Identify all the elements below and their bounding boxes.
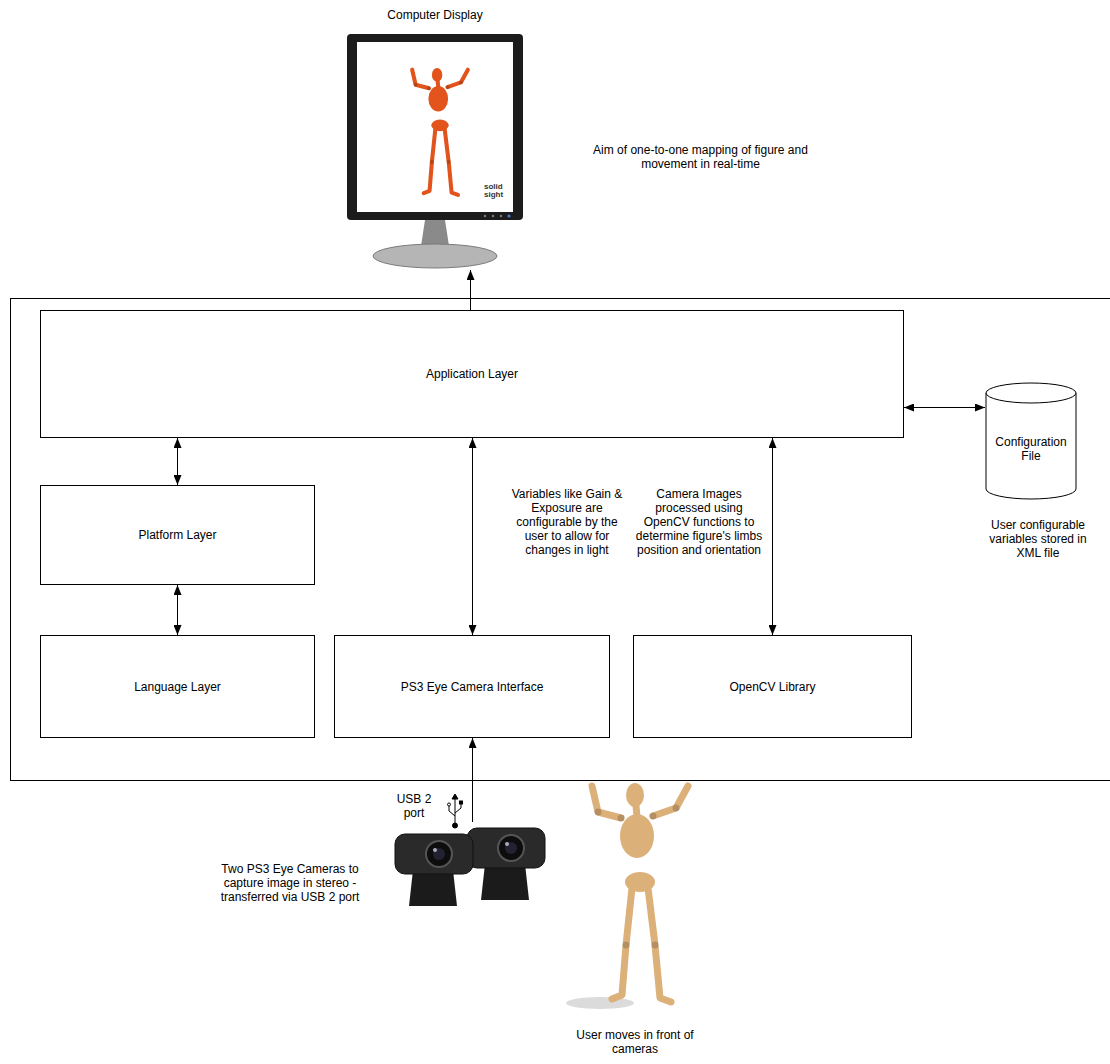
config-cylinder: Configuration File — [985, 382, 1077, 500]
usb-symbol — [448, 803, 451, 806]
display-caption: Computer Display — [345, 8, 525, 270]
logo-text: solid sight — [484, 183, 510, 199]
computer-monitor — [507, 214, 510, 217]
connector-label: Variables like Gain & Exposure are confi… — [506, 487, 628, 557]
connector-label: USB 2 port — [393, 792, 435, 820]
ps3-eye-cameras — [433, 848, 445, 860]
file-name: Configuration File — [991, 435, 1071, 463]
usb-symbol — [455, 798, 456, 823]
ps3-eye-cameras — [395, 834, 473, 874]
usb-symbol — [452, 794, 458, 799]
computer-monitor — [373, 244, 497, 268]
layer-box: Application Layer — [40, 310, 904, 438]
ps3-eye-cameras — [426, 841, 452, 867]
usb-symbol — [455, 804, 461, 813]
layer-box: Language Layer — [40, 635, 315, 738]
layer-name: PS3 Eye Camera Interface — [401, 680, 544, 694]
connector-arrow — [177, 438, 178, 485]
layer-name: Platform Layer — [138, 528, 216, 542]
ps3-eye-cameras — [505, 842, 509, 846]
ps3-eye-cameras — [409, 870, 457, 906]
connector-arrow — [472, 738, 473, 822]
computer-monitor — [500, 215, 503, 218]
usb-symbol — [453, 823, 458, 828]
ps3-eye-cameras — [467, 828, 545, 900]
connector-arrow — [772, 438, 773, 635]
computer-monitor — [347, 34, 523, 220]
aim-note: Aim of one-to-one mapping of figure and … — [588, 143, 813, 171]
usb-symbol — [449, 806, 455, 816]
cylinder-top — [986, 383, 1076, 403]
system-boundary — [11, 299, 1110, 781]
usb-symbol — [448, 794, 463, 828]
computer-monitor — [412, 68, 468, 195]
ps3-eye-cameras — [467, 828, 545, 868]
camera-group: Two PS3 Eye Cameras to capture image in … — [200, 822, 550, 927]
layer-name: Language Layer — [134, 680, 221, 694]
computer-monitor — [347, 34, 523, 268]
connector-arrow — [470, 270, 471, 310]
computer-monitor — [357, 42, 513, 212]
usb-symbol — [460, 801, 463, 804]
connector-arrow — [177, 585, 178, 635]
ps3-eye-cameras — [498, 835, 524, 861]
user-figure — [592, 783, 688, 1002]
ps3-eye-cameras — [481, 864, 529, 900]
interface-box: PS3 Eye Camera Interface — [334, 635, 610, 738]
computer-monitor — [492, 215, 495, 218]
connector-arrow — [472, 438, 473, 635]
library-box: OpenCV Library — [633, 635, 912, 738]
layer-name: Application Layer — [426, 367, 518, 381]
connector-arrow — [904, 407, 985, 408]
figure-shadow — [566, 997, 634, 1009]
display-title: Computer Display — [345, 8, 525, 22]
user-note: User moves in front of cameras — [560, 1028, 710, 1056]
layer-box: Platform Layer — [40, 485, 315, 585]
ps3-eye-cameras — [395, 828, 545, 906]
camera-caption: Two PS3 Eye Cameras to capture image in … — [215, 862, 365, 904]
computer-monitor — [484, 215, 487, 218]
cylinder-body — [986, 393, 1076, 499]
layer-name: OpenCV Library — [729, 680, 815, 694]
config-note: User configurable variables stored in XM… — [978, 518, 1098, 560]
connector-label: Camera Images processed using OpenCV fun… — [634, 487, 764, 557]
ps3-eye-cameras — [505, 842, 517, 854]
ps3-eye-cameras — [433, 848, 437, 852]
computer-monitor — [421, 220, 449, 246]
